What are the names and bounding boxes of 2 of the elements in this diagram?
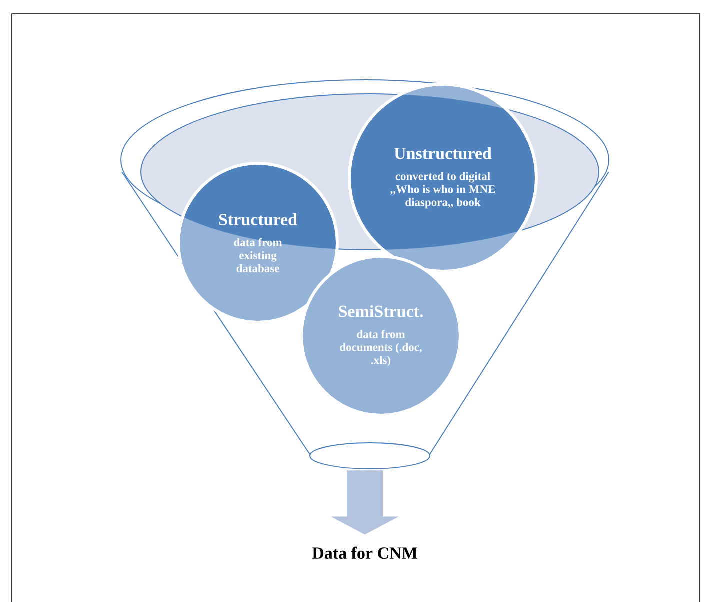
output-label: Data for CNM xyxy=(312,546,418,560)
block-arrow xyxy=(331,470,399,535)
